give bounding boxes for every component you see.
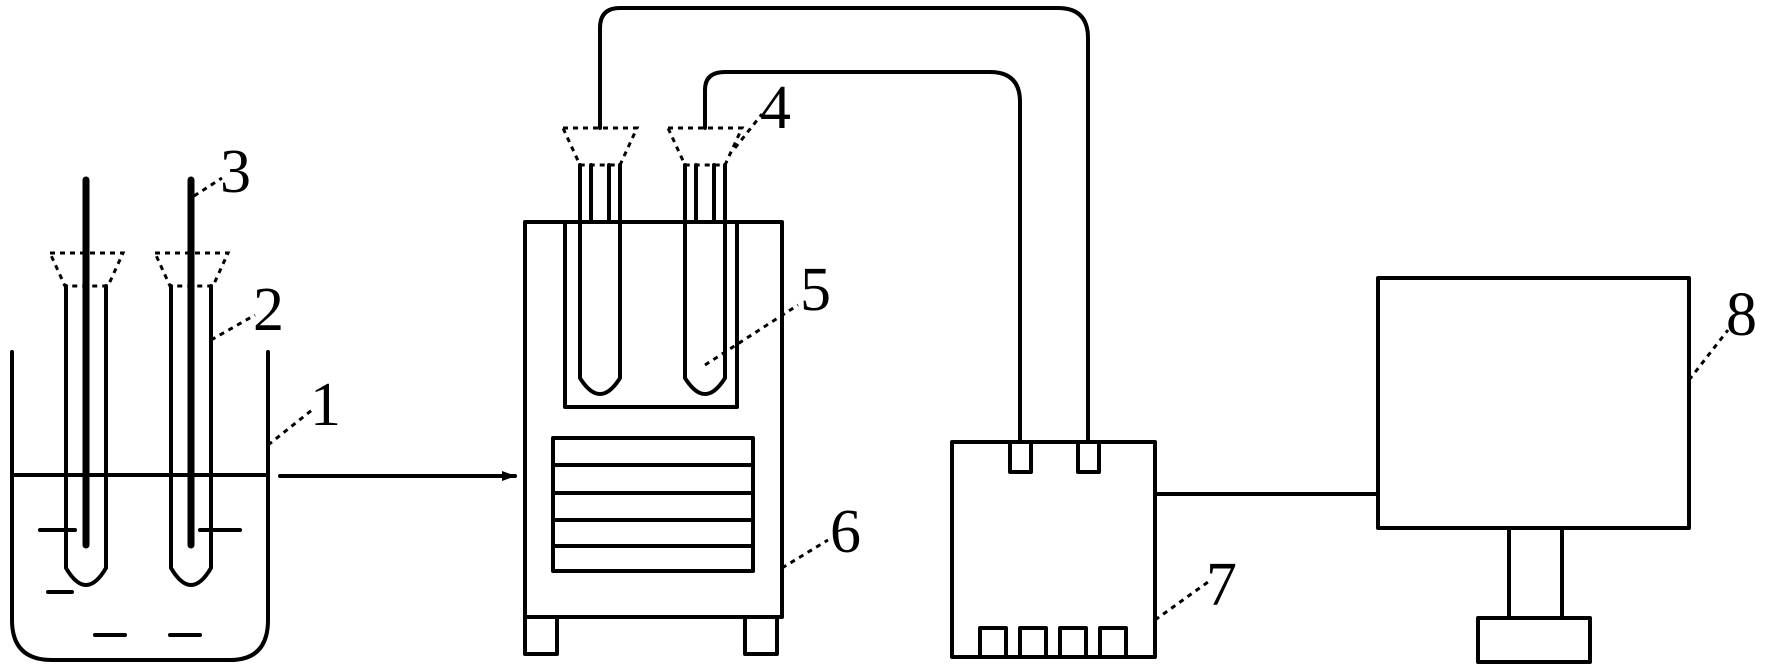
label-1: 1 [310,371,341,439]
leader-5 [704,303,799,367]
interface-box-7 [950,440,1157,659]
label-6: 6 [830,498,861,566]
leader-3 [193,176,223,198]
water-bath [10,350,270,662]
leader-1 [267,408,313,447]
leader-6 [781,538,829,570]
label-7: 7 [1206,551,1237,619]
leader-8 [1687,329,1730,381]
cable-outer [598,6,1090,442]
label-3: 3 [220,138,251,206]
test-tube-left [47,176,126,587]
label-2: 2 [253,276,284,344]
sample-tube-right [665,126,745,396]
label-5: 5 [800,256,831,324]
label-4: 4 [760,74,791,142]
test-tube-right [152,176,231,587]
leader-2 [210,313,256,342]
sample-tube-left [560,126,640,396]
instrument-6 [523,220,784,656]
leader-7 [1154,580,1209,622]
label-8: 8 [1726,281,1757,349]
leader-4 [733,113,764,149]
cable-inner [703,70,1022,442]
computer-monitor-8 [1376,276,1691,664]
